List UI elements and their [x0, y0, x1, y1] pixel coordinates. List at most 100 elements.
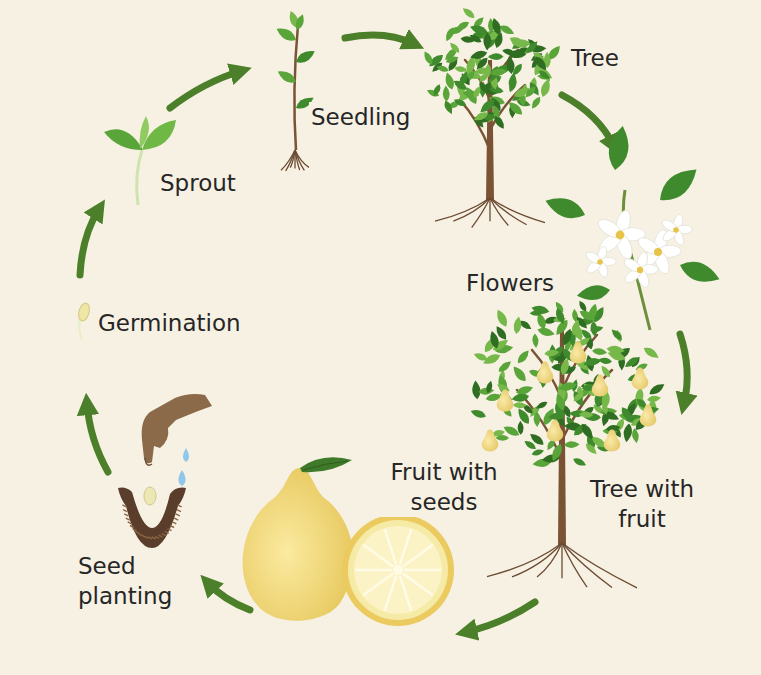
- root: [435, 198, 490, 221]
- stage-label: Fruit with seeds: [372, 457, 516, 517]
- leaf: [488, 53, 504, 60]
- leaf: [610, 327, 624, 342]
- fruit-segment: [385, 529, 396, 564]
- petal: [660, 218, 679, 234]
- leaf: [485, 64, 491, 78]
- leaf: [494, 324, 509, 342]
- leaf: [461, 6, 477, 21]
- plant-stages: [104, 6, 723, 588]
- cycle-arrow: [345, 35, 414, 44]
- cycle-arrow: [87, 404, 108, 472]
- stem: [294, 25, 298, 150]
- leaf: [578, 411, 593, 418]
- leaf: [513, 316, 523, 334]
- leaf: [471, 85, 482, 100]
- soil-grain: [178, 505, 182, 507]
- leaf: [601, 401, 610, 415]
- planting-hand: [142, 394, 212, 486]
- leaf: [495, 435, 509, 441]
- soil-grain: [162, 534, 166, 536]
- leaf: [506, 99, 524, 117]
- leaf: [647, 381, 666, 397]
- leaf: [470, 408, 488, 420]
- root: [487, 543, 562, 577]
- leaf: [532, 333, 540, 348]
- leaf: [631, 428, 640, 444]
- stamen: [597, 259, 603, 265]
- leaf: [294, 13, 307, 31]
- root: [472, 198, 490, 228]
- leaf: [592, 348, 608, 356]
- root: [290, 150, 295, 168]
- leaf: [276, 68, 299, 86]
- soil-hole: [118, 487, 186, 548]
- leaf: [497, 359, 514, 374]
- leaf: [517, 421, 523, 435]
- soil-grain: [132, 529, 136, 531]
- stage-label: Seedling: [309, 102, 412, 132]
- fruit-segment: [403, 574, 433, 596]
- cycle-arrow: [208, 583, 250, 610]
- leaf: [539, 78, 552, 98]
- fruit-segment: [363, 574, 393, 596]
- leaf: [442, 99, 454, 115]
- leaf: [537, 69, 551, 82]
- root: [489, 198, 490, 221]
- soil-grain: [128, 522, 132, 524]
- leaf: [653, 162, 703, 208]
- leaf: [513, 402, 527, 409]
- leaf: [469, 49, 488, 61]
- soil-grain: [168, 529, 172, 531]
- leaf: [549, 442, 564, 462]
- leaf: [529, 95, 542, 110]
- leaf: [493, 31, 505, 49]
- small-fruit: [570, 342, 587, 364]
- fruit-segment: [403, 545, 433, 567]
- leaf: [453, 97, 468, 108]
- root: [295, 150, 309, 167]
- leaf: [529, 309, 543, 316]
- soil-grain: [172, 522, 176, 524]
- leaf: [576, 283, 612, 303]
- root: [281, 150, 295, 170]
- root: [562, 543, 612, 587]
- soil-grain: [170, 526, 174, 528]
- leaf: [494, 308, 510, 328]
- cycle-arrows: [80, 35, 687, 632]
- leaf: [572, 390, 586, 404]
- leaf: [485, 380, 494, 394]
- root: [562, 543, 637, 588]
- leaf: [511, 364, 529, 384]
- cycle-arrow: [466, 602, 535, 632]
- leaf: [490, 67, 508, 76]
- leaf: [478, 97, 497, 115]
- leaf: [642, 345, 661, 361]
- soil-grain: [124, 514, 128, 516]
- root: [561, 543, 562, 578]
- soil-grain: [176, 514, 180, 516]
- soil-grain: [165, 531, 169, 533]
- fruit-segment: [385, 576, 396, 611]
- leaf: [422, 50, 435, 66]
- fruit-segment: [355, 569, 392, 572]
- stage-label: Tree: [569, 43, 621, 73]
- leaf: [483, 33, 491, 51]
- root: [537, 543, 562, 577]
- small-fruit: [632, 368, 649, 390]
- leaf: [606, 124, 633, 171]
- small-fruit: [640, 405, 657, 427]
- stage-label: Sprout: [158, 168, 238, 198]
- fruit-tree: [470, 299, 667, 588]
- leaf: [554, 307, 567, 326]
- leaf: [578, 308, 597, 324]
- leaf: [520, 84, 528, 98]
- seedling: [274, 10, 317, 171]
- soil-grain: [152, 537, 156, 539]
- leaf: [557, 380, 577, 393]
- leaf: [481, 352, 501, 367]
- leaf: [579, 421, 596, 441]
- stage-label: Seed planting: [76, 551, 190, 611]
- stamen: [616, 231, 625, 240]
- leaf: [471, 380, 481, 400]
- soil-grain: [126, 518, 130, 520]
